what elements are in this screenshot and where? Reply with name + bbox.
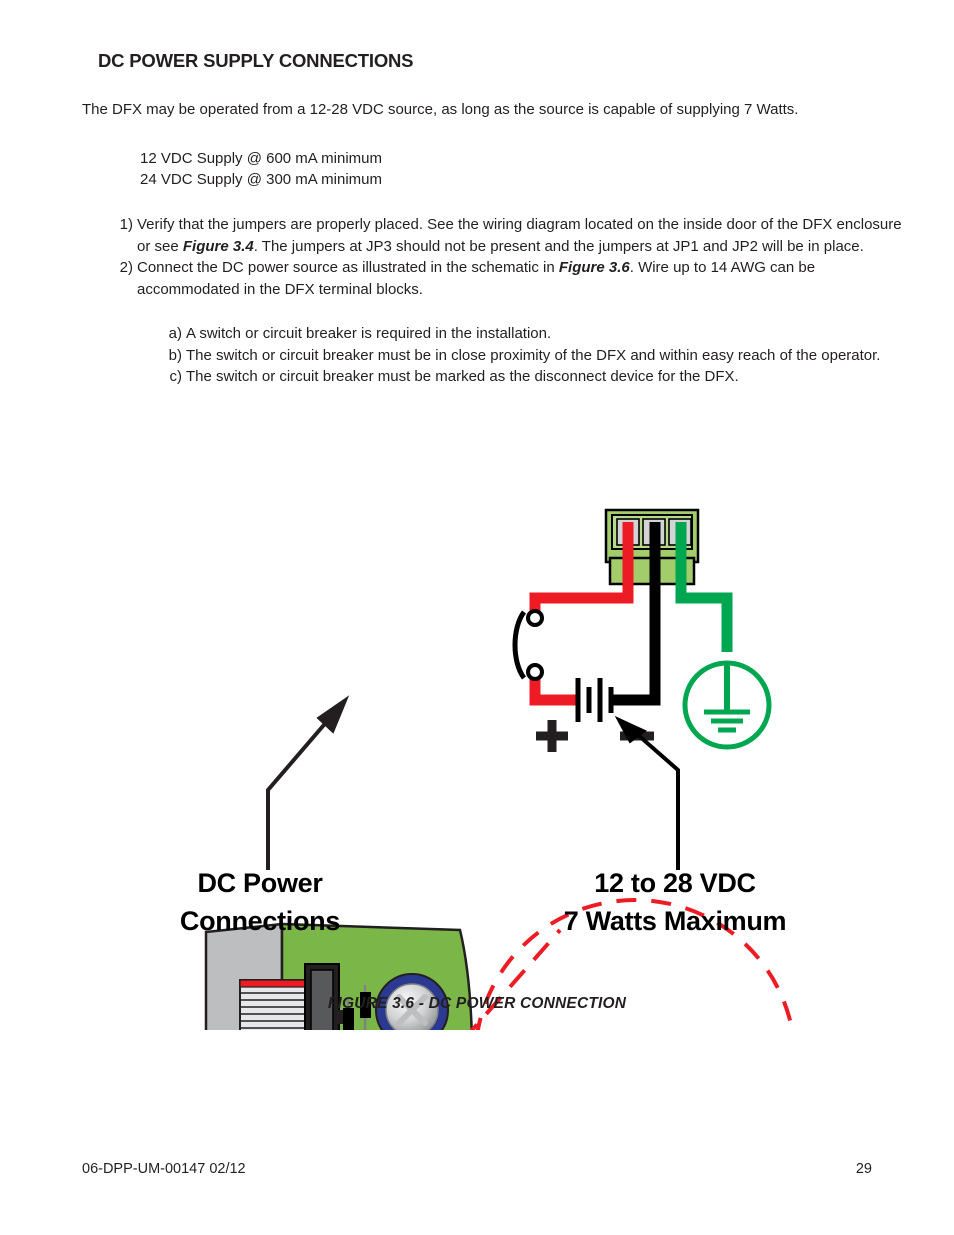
list-marker: 2) bbox=[119, 259, 133, 276]
list-item-text: Verify that the jumpers are properly pla… bbox=[137, 214, 903, 257]
switch-symbol bbox=[512, 609, 544, 681]
callout-right-line2: 7 Watts Maximum bbox=[563, 906, 787, 936]
figure-3-6-illustration: J4 J2 bbox=[0, 440, 954, 1030]
list-item-text: A switch or circuit breaker is required … bbox=[186, 325, 552, 342]
ribbon-cable bbox=[239, 963, 343, 1030]
list-marker: c) bbox=[169, 368, 183, 385]
list-item: a) A switch or circuit breaker is requir… bbox=[166, 323, 906, 345]
magnifier-callout-lines bbox=[469, 898, 795, 1030]
intro-paragraph: The DFX may be operated from a 12-28 VDC… bbox=[82, 101, 799, 118]
list-item: 2) Connect the DC power source as illust… bbox=[113, 257, 903, 300]
list-item-text: The switch or circuit breaker must be ma… bbox=[186, 368, 739, 385]
callout-label-left: DC Power Connections bbox=[150, 864, 370, 940]
battery-symbol bbox=[575, 678, 614, 722]
figure-caption: FIGURE 3.6 - DC POWER CONNECTION bbox=[327, 995, 627, 1012]
page-title: DC POWER SUPPLY CONNECTIONS bbox=[98, 50, 414, 71]
sub-step-list: a) A switch or circuit breaker is requir… bbox=[166, 323, 906, 388]
list-marker: 1) bbox=[119, 216, 133, 233]
list-item: 1) Verify that the jumpers are properly … bbox=[113, 214, 903, 257]
step-text-part2: . Wire up to 14 AWG can be accommodated … bbox=[137, 259, 816, 298]
callout-left-line2: Connections bbox=[179, 906, 341, 936]
footer-page-number: 29 bbox=[855, 1161, 872, 1177]
step-text-part2: . The jumpers at JP3 should not be prese… bbox=[253, 237, 864, 255]
list-item-text: The switch or circuit breaker must be in… bbox=[186, 346, 881, 364]
battery-plus-sign bbox=[536, 720, 568, 752]
numbered-step-list: 1) Verify that the jumpers are properly … bbox=[113, 214, 903, 300]
circuit-board: J4 J2 bbox=[239, 922, 473, 1030]
callout-left-line1: DC Power bbox=[197, 868, 323, 898]
list-item: b) The switch or circuit breaker must be… bbox=[166, 345, 906, 367]
power-wiring-schematic bbox=[512, 508, 772, 870]
figure-reference: Figure 3.4 bbox=[182, 237, 254, 255]
list-marker: a) bbox=[168, 325, 182, 342]
dc-power-connection-drawing: J4 J2 bbox=[204, 508, 795, 1030]
list-item-text: Connect the DC power source as illustrat… bbox=[137, 257, 903, 300]
footer-document-id: 06-DPP-UM-00147 02/12 bbox=[82, 1161, 246, 1177]
coin-cell-battery bbox=[375, 973, 449, 1030]
wire-ground bbox=[675, 522, 733, 652]
figure-reference: Figure 3.6 bbox=[558, 259, 630, 276]
wire-positive bbox=[529, 522, 634, 615]
list-marker: b) bbox=[168, 346, 182, 364]
wire-negative bbox=[610, 522, 661, 706]
supply-spec-list: 12 VDC Supply @ 600 mA minimum 24 VDC Su… bbox=[140, 148, 382, 190]
list-item: 24 VDC Supply @ 300 mA minimum bbox=[140, 171, 382, 188]
ground-symbol bbox=[682, 660, 772, 750]
discrete-components bbox=[343, 985, 371, 1030]
callout-arrow-left bbox=[266, 695, 350, 870]
callout-arrow-right bbox=[614, 715, 680, 870]
callout-label-right: 12 to 28 VDC 7 Watts Maximum bbox=[530, 864, 820, 940]
step-text-part1: Connect the DC power source as illustrat… bbox=[137, 259, 559, 276]
wire-positive-lower bbox=[529, 675, 578, 706]
list-item: c) The switch or circuit breaker must be… bbox=[166, 366, 906, 388]
callout-right-line1: 12 to 28 VDC bbox=[594, 868, 756, 898]
list-item: 12 VDC Supply @ 600 mA minimum bbox=[140, 150, 382, 167]
step-text-part1: Verify that the jumpers are properly pla… bbox=[137, 216, 902, 255]
